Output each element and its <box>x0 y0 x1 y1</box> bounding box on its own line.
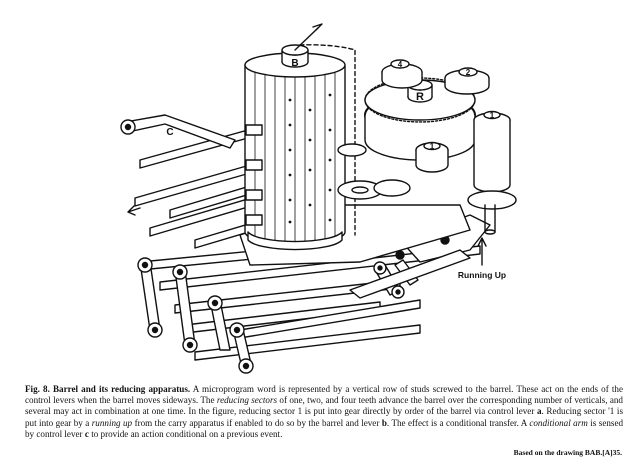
caption-fig-label: Fig. 8. <box>25 384 50 394</box>
label-barrel: B <box>291 58 298 69</box>
label-sector-1-lower: 1 <box>430 142 435 151</box>
label-conditional-arm: C <box>166 127 173 138</box>
caption-text-7: to provide an action conditional on a pr… <box>91 428 283 439</box>
label-reducing-gear: R <box>416 91 424 103</box>
reducing-sector-1-upper <box>467 110 517 235</box>
disks <box>337 143 411 200</box>
caption-lever-a: a <box>536 406 542 417</box>
caption-text-4: from the carry apparatus if enabled to d… <box>134 417 380 428</box>
caption-title: Barrel and its reducing apparatus. <box>52 384 191 394</box>
label-sector-2: 2 <box>466 68 471 77</box>
caption-text-1: A microprogram word is represented by a … <box>25 384 623 406</box>
barrel <box>244 23 356 245</box>
label-sector-4: 4 <box>398 60 403 69</box>
control-levers-upper <box>134 127 263 249</box>
figure-source: Based on the drawing BAB.[A]35. <box>513 448 622 457</box>
reducing-sector-1-lower <box>415 141 449 173</box>
reducing-sector-4 <box>381 59 423 89</box>
barrel-mechanism-drawing: B R 4 2 1 1 C Running Up <box>120 23 517 374</box>
pivot-pins <box>137 257 405 374</box>
caption-text-6: is sensed by control lever <box>25 417 624 439</box>
label-sector-1-top: 1 <box>490 111 495 120</box>
barrel-base <box>247 231 343 251</box>
caption-lever-c: c <box>84 428 89 439</box>
figure-caption: Fig. 8. Barrel and its reducing apparatu… <box>25 384 623 440</box>
conditional-arm <box>120 114 236 149</box>
reducing-sector-2 <box>444 67 490 95</box>
caption-lever-b: b <box>381 417 387 428</box>
barrel-guides <box>245 124 263 226</box>
caption-term-conditional-arm: conditional arm <box>529 417 588 428</box>
caption-term-reducing-sectors: reducing sectors <box>216 395 278 406</box>
reducing-gear <box>364 77 476 161</box>
caption-text-5: . The effect is a conditional transfer. … <box>386 417 527 428</box>
caption-text-3: . Reducing sector '1 is put into gear by… <box>25 406 624 428</box>
label-running-up: Running Up <box>458 270 506 280</box>
running-up-arrow <box>477 237 487 266</box>
arrow-left-lever <box>127 205 141 216</box>
caption-term-running-up: running up <box>91 417 133 428</box>
caption-text-2: of one, two, and four teeth advance the … <box>25 395 623 417</box>
